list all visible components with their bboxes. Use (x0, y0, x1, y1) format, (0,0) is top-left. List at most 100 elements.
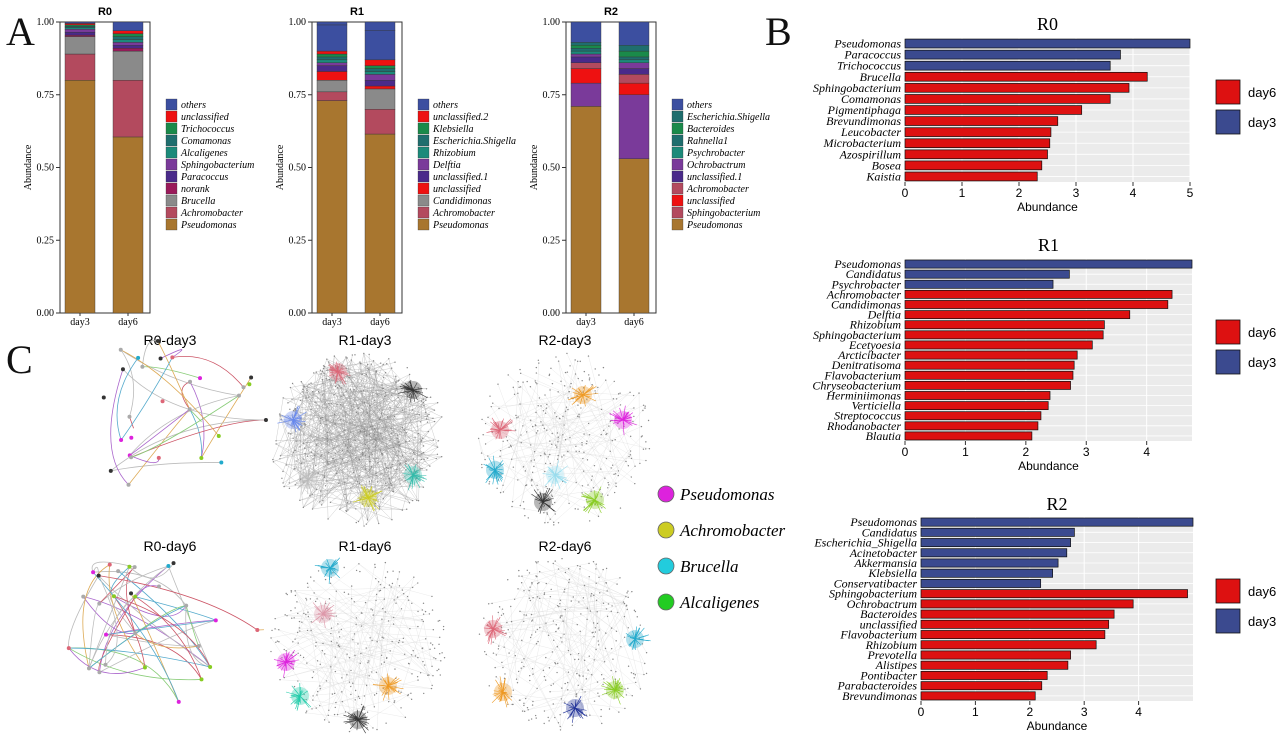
cluster-node (491, 421, 509, 439)
node (604, 647, 607, 650)
bar-klebsiella (920, 568, 1053, 578)
node (375, 671, 378, 674)
node (581, 441, 583, 444)
cluster-edge (381, 685, 389, 696)
edge (338, 366, 423, 454)
cluster-edge (407, 463, 414, 476)
node (588, 576, 590, 578)
node (366, 367, 368, 369)
bar-verticiella (904, 401, 1049, 411)
cluster-edge (574, 707, 581, 719)
node (517, 479, 519, 481)
edge (557, 432, 635, 484)
node (319, 688, 321, 690)
node (312, 458, 314, 460)
node (586, 607, 589, 609)
edge (536, 372, 580, 393)
node (406, 396, 409, 398)
category-label-paracoccus: Paracoccus (843, 48, 901, 62)
category-label-prevotella: Prevotella (866, 648, 917, 662)
node (532, 673, 534, 675)
node (529, 636, 532, 639)
node (600, 715, 602, 718)
edge (358, 402, 424, 522)
node (515, 678, 518, 680)
edge (578, 392, 629, 466)
edge (500, 473, 518, 481)
edge (376, 587, 392, 642)
bar-segment-others (112, 21, 144, 31)
cluster-edge (285, 661, 287, 671)
edge (68, 647, 211, 668)
node (558, 417, 561, 420)
node (561, 615, 563, 617)
node (554, 513, 556, 515)
bar-segment-escherichia-shigella (316, 56, 348, 61)
node (585, 678, 588, 680)
edge (316, 694, 330, 723)
node (196, 644, 201, 649)
node (564, 608, 566, 611)
edge (544, 594, 591, 597)
node (325, 424, 327, 426)
edge (279, 413, 337, 474)
edge (613, 450, 631, 475)
node (536, 596, 539, 598)
node (305, 613, 307, 616)
node (351, 354, 354, 356)
node (302, 391, 304, 393)
x-tick-label: day3 (70, 317, 89, 328)
node (549, 595, 552, 598)
edge (520, 408, 547, 506)
edge (314, 434, 370, 456)
bar-segment-pseudomonas (618, 158, 650, 314)
cluster-edge (495, 679, 504, 693)
cluster-edge (290, 695, 301, 705)
edge (498, 612, 514, 691)
node (421, 618, 423, 621)
node (301, 621, 303, 623)
node (343, 591, 346, 594)
hbar-chart-r1: R1PseudomonasCandidatusPsychrobacterAchr… (812, 235, 1276, 473)
category-label-bacteroides: Bacteroides (860, 607, 917, 621)
node (577, 652, 580, 655)
node (422, 620, 425, 623)
node (586, 459, 589, 461)
edge (532, 596, 551, 675)
cluster-edge (548, 474, 556, 478)
node (590, 595, 592, 597)
node (645, 459, 647, 462)
node (619, 577, 621, 579)
node (627, 465, 630, 467)
category-label-herminiimonas: Herminiimonas (825, 389, 901, 403)
edge (576, 648, 612, 695)
node (376, 728, 378, 731)
edge (321, 432, 328, 505)
cluster-edge (494, 469, 503, 471)
node (634, 674, 636, 676)
cluster-edge (497, 422, 501, 431)
y-tick-label: 1.00 (543, 17, 561, 28)
cluster-edge (334, 371, 339, 384)
node (601, 507, 603, 509)
cluster-edge (304, 466, 309, 481)
node (285, 650, 287, 652)
node (435, 457, 437, 460)
edge (68, 647, 202, 681)
node (294, 638, 296, 640)
node (615, 640, 617, 642)
cluster-edge (577, 394, 584, 396)
edge (320, 483, 401, 492)
node (508, 446, 510, 448)
node (357, 520, 360, 523)
cluster-edge (494, 469, 500, 482)
edge (362, 374, 383, 389)
legend-swatch-escherichia-shigella (671, 110, 684, 123)
node (355, 569, 358, 572)
node (398, 571, 401, 573)
node (340, 628, 343, 631)
node (208, 664, 213, 669)
node (433, 409, 436, 411)
cluster-edge (491, 691, 504, 704)
node (397, 396, 399, 399)
